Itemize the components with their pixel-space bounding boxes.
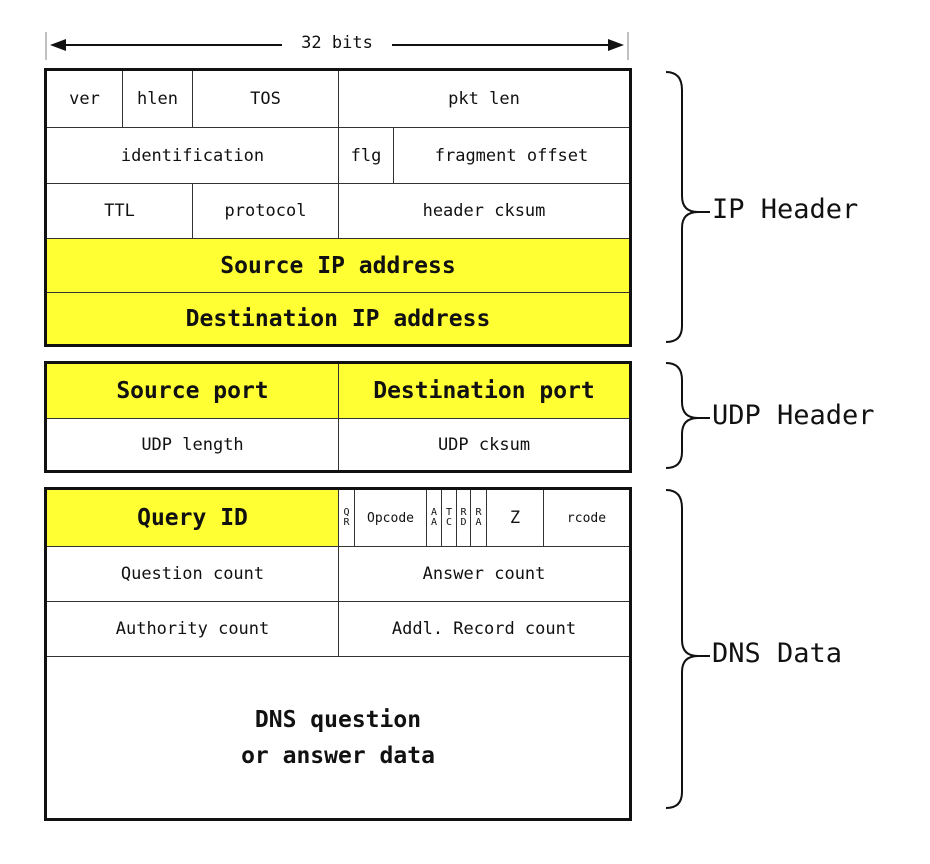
ip-row-5: Destination IP address bbox=[47, 292, 629, 344]
dns-question-or-answer-data-field: DNS question or answer data bbox=[241, 706, 435, 769]
ip-row-2: identification flg fragment offset bbox=[47, 127, 629, 183]
udp-header-section: Source port Destination port UDP length … bbox=[44, 361, 632, 473]
dns-row-1: Query ID Q R Opcode A A T C R D R A Z rc… bbox=[47, 490, 629, 546]
answer-count-field: Answer count bbox=[338, 547, 629, 601]
destination-ip-address-field: Destination IP address bbox=[47, 293, 629, 344]
dns-row-2: Question count Answer count bbox=[47, 546, 629, 601]
ruler-arrows bbox=[45, 32, 629, 60]
udp-length-field: UDP length bbox=[141, 434, 244, 455]
ra-flag: R A bbox=[470, 490, 486, 546]
ip-header-label: IP Header bbox=[712, 194, 859, 225]
fragment-offset-field: fragment offset bbox=[393, 128, 629, 183]
dns-data-label: DNS Data bbox=[712, 638, 843, 669]
dns-data-brace bbox=[665, 489, 699, 809]
rcode-flag: rcode bbox=[543, 490, 629, 546]
question-count-field: Question count bbox=[120, 564, 265, 584]
header-cksum-field: header cksum bbox=[338, 184, 629, 238]
ruler-label: 32 bits bbox=[301, 33, 373, 53]
pkt-len-field: pkt len bbox=[338, 71, 629, 127]
udp-row-2: UDP length UDP cksum bbox=[47, 418, 629, 470]
identification-field: identification bbox=[120, 145, 265, 166]
ttl-field: TTL bbox=[104, 201, 135, 221]
source-port-field: Source port bbox=[47, 364, 338, 418]
tos-field: TOS bbox=[192, 71, 338, 127]
dns-data-section: Query ID Q R Opcode A A T C R D R A Z rc… bbox=[44, 487, 632, 821]
aa-flag: A A bbox=[426, 490, 441, 546]
hlen-field: hlen bbox=[122, 71, 192, 127]
udp-header-label: UDP Header bbox=[712, 400, 875, 431]
flg-field: flg bbox=[338, 128, 393, 183]
query-id-field: Query ID bbox=[47, 490, 338, 546]
opcode-flag: Opcode bbox=[354, 490, 426, 546]
arrow-right-icon bbox=[608, 39, 624, 51]
rd-flag: R D bbox=[456, 490, 470, 546]
ip-header-section: ver hlen TOS pkt len identification flg … bbox=[44, 68, 632, 347]
tc-flag: T C bbox=[441, 490, 456, 546]
source-ip-address-field: Source IP address bbox=[47, 239, 629, 292]
ver-field: ver bbox=[69, 89, 100, 109]
ip-header-brace bbox=[665, 71, 699, 343]
destination-port-field: Destination port bbox=[338, 364, 629, 418]
ip-row-3: TTL protocol header cksum bbox=[47, 183, 629, 238]
arrow-left-icon bbox=[50, 39, 66, 51]
udp-header-brace bbox=[665, 362, 699, 469]
authority-count-field: Authority count bbox=[115, 619, 270, 639]
dns-row-4: DNS question or answer data bbox=[47, 656, 629, 818]
udp-cksum-field: UDP cksum bbox=[338, 419, 629, 470]
qr-flag: Q R bbox=[338, 490, 354, 546]
bit-width-ruler: 32 bits bbox=[44, 26, 630, 66]
ip-row-1: ver hlen TOS pkt len bbox=[47, 71, 629, 127]
ip-row-4: Source IP address bbox=[47, 238, 629, 292]
z-flag: Z bbox=[486, 490, 543, 546]
udp-row-1: Source port Destination port bbox=[47, 364, 629, 418]
protocol-field: protocol bbox=[192, 184, 338, 238]
addl-record-count-field: Addl. Record count bbox=[338, 602, 629, 656]
dns-row-3: Authority count Addl. Record count bbox=[47, 601, 629, 656]
